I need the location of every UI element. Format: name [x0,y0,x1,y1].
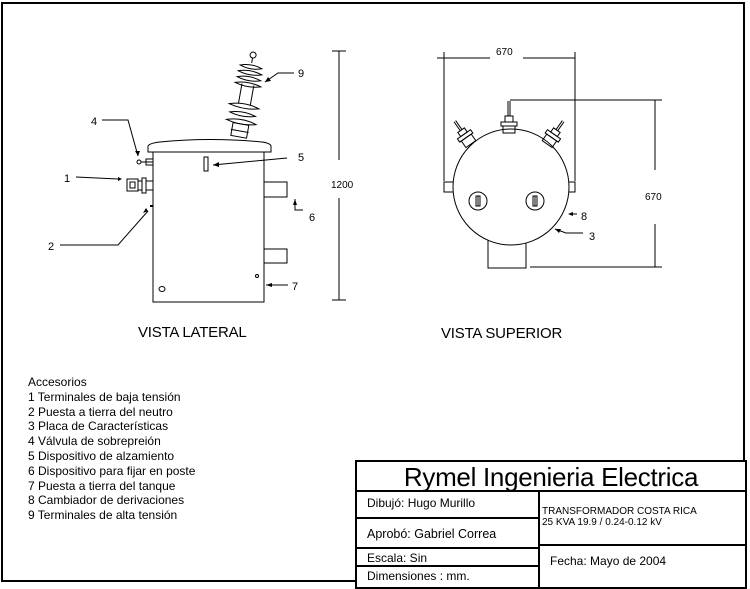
company-name: Rymel Ingenieria Electrica [355,460,747,492]
pole-bracket-lower [263,248,288,264]
legend-item: 9 Terminales de alta tensión [28,508,178,523]
callout-4: 4 [91,116,97,128]
tank-lid [147,139,272,153]
leader-5 [212,157,288,166]
callout-7: 7 [292,281,298,293]
legend-item: 7 Puesta a tierra del tanque [28,478,176,493]
legend-item: 1 Terminales de baja tensión [28,389,181,404]
legend-item: 3 Placa de Características [28,419,169,434]
dimension-units: Dimensiones : mm. [355,565,540,589]
lv-bushing-right [525,191,545,211]
lifting-lug [203,156,209,172]
leader-1 [75,176,119,180]
drawing-date: Fecha: Mayo de 2004 [538,544,747,589]
accessories-legend: Accesorios 1 Terminales de baja tensión … [28,375,195,523]
side-view-title: VISTA LATERAL [138,324,247,341]
legend-item: 8 Cambiador de derivaciones [28,493,185,508]
lv-bushing-left [468,191,488,211]
callout-5: 5 [298,152,304,164]
description-line-1: TRANSFORMADOR COSTA RICA [542,506,697,517]
callout-9: 9 [298,68,304,80]
hv-bushing [224,51,264,139]
nameplate-hole [158,286,166,292]
drawn-by: Dibujó: Hugo Murillo [355,490,540,519]
tank-top-circle [452,128,570,246]
top-view-title: VISTA SUPERIOR [441,325,563,342]
callout-3: 3 [589,231,595,243]
legend-item: 4 Válvula de sobrepreión [28,434,161,449]
pole-bracket-upper [263,181,288,198]
dimension-height: 1200 [331,180,354,191]
title-block: Rymel Ingenieria Electrica Dibujó: Hugo … [355,460,747,589]
legend-item: 6 Dispositivo para fijar en poste [28,463,196,478]
leader-2 [60,210,149,246]
callout-6: 6 [309,212,315,224]
callout-2: 2 [48,241,54,253]
legend-item: 2 Puesta a tierra del neutro [28,404,173,419]
callout-8: 8 [581,211,587,223]
callout-1: 1 [64,173,70,185]
legend-heading: Accesorios [28,375,87,389]
dimension-width: 670 [496,47,513,58]
legend-item: 5 Dispositivo de alzamiento [28,448,175,463]
drawing-description: TRANSFORMADOR COSTA RICA 25 KVA 19.9 / 0… [538,490,747,546]
approved-by: Aprobó: Gabriel Correa [355,517,540,549]
dimension-depth: 670 [645,192,662,203]
scale: Escala: Sin [355,547,540,567]
leader-4 [102,119,139,157]
description-line-2: 25 KVA 19.9 / 0.24-0.12 kV [542,517,662,528]
